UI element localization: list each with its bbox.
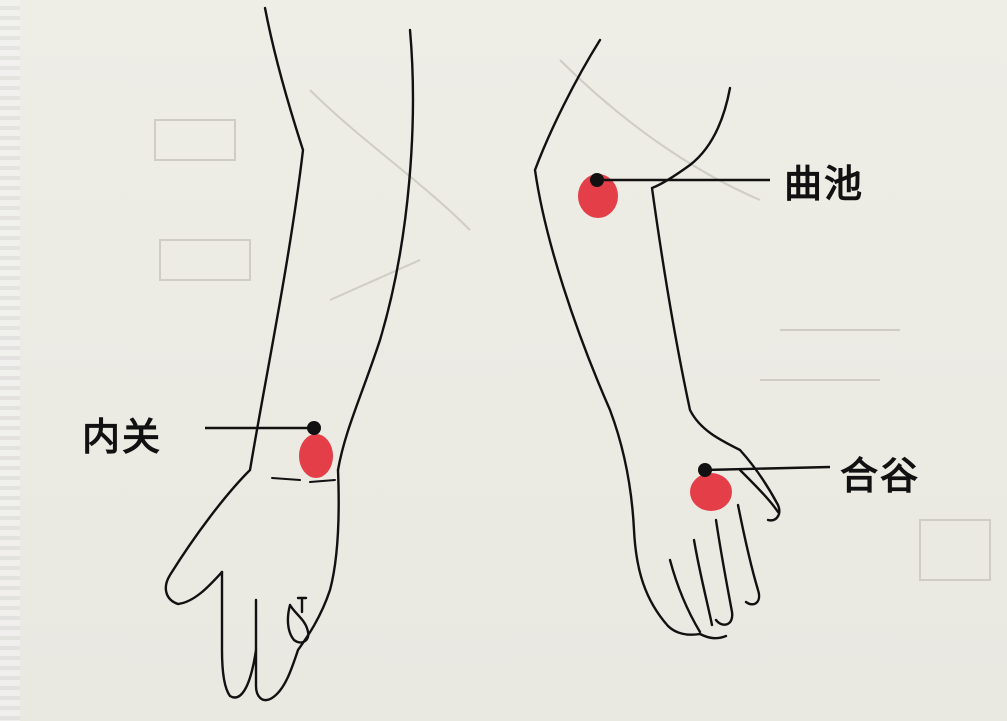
- right-upper-arm-front: [535, 40, 726, 638]
- acupoint-neiguan-marker: [205, 421, 333, 478]
- left-finger-line-2: [298, 598, 306, 612]
- quchi-label: 曲池: [784, 165, 864, 203]
- neiguan-label: 内关: [82, 418, 162, 456]
- hegu-point-dot: [698, 463, 712, 477]
- quchi-point-dot: [590, 173, 604, 187]
- left-thumb-outline: [288, 605, 308, 642]
- right-thumb-outline: [740, 470, 778, 512]
- left-forearm-inner-edge: [338, 30, 413, 470]
- hegu-red-spot: [690, 473, 732, 511]
- right-arm-outline: [535, 40, 779, 638]
- background-ghost-print: [155, 60, 990, 580]
- left-arm-outline: [166, 8, 413, 700]
- acupoint-quchi-marker: [578, 173, 770, 218]
- right-upper-arm-back: [652, 88, 779, 520]
- left-hand-outline: [222, 470, 339, 700]
- hegu-leader-line: [705, 467, 830, 470]
- right-hand-fingers: [670, 505, 759, 632]
- left-forearm-outer-edge: [166, 8, 303, 604]
- hegu-label: 合谷: [840, 457, 920, 495]
- neiguan-point-dot: [307, 421, 321, 435]
- left-wrist-crease: [272, 478, 335, 482]
- acupoint-hegu-marker: [690, 463, 830, 511]
- neiguan-red-spot: [299, 434, 333, 478]
